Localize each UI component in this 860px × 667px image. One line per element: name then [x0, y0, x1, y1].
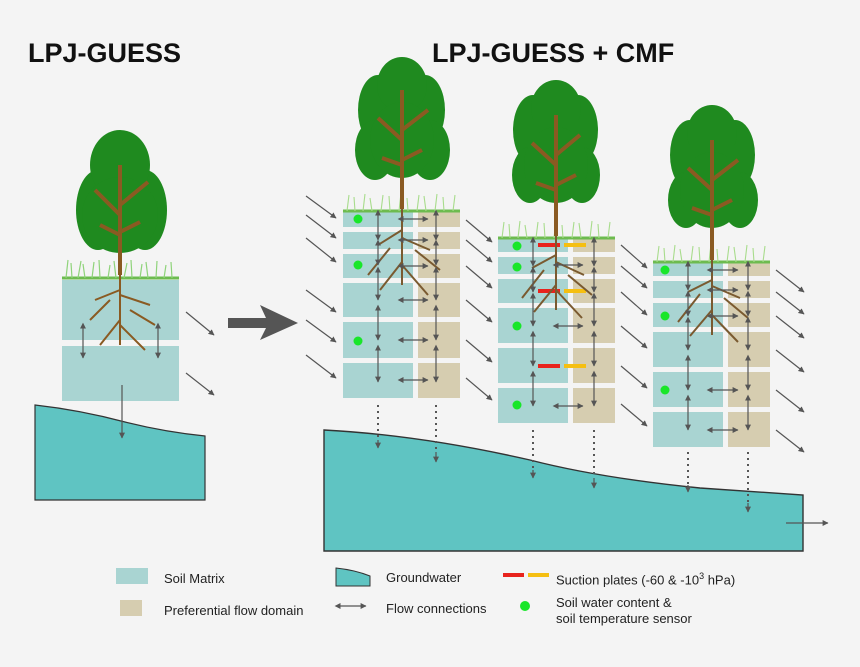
lpj-guess-cmf-model	[305, 57, 829, 552]
sensor-dot	[512, 321, 522, 331]
suction-plates-exponent: 3	[699, 571, 705, 581]
lpj-guess-title: LPJ-GUESS	[28, 38, 182, 68]
sensor-dot	[353, 336, 363, 346]
legend-flow-connections-label: Flow connections	[386, 601, 487, 616]
soil-layer-lower	[62, 346, 179, 401]
legend-soil-matrix-swatch	[116, 568, 148, 584]
sensor-dot	[660, 385, 670, 395]
groundwater-body	[323, 429, 804, 552]
legend-sensor-dot	[520, 601, 530, 611]
tree-3	[668, 105, 758, 343]
sensor-dot	[353, 214, 363, 224]
tree-1	[355, 57, 450, 296]
legend-groundwater-label: Groundwater	[386, 570, 462, 585]
groundwater-body	[34, 404, 206, 501]
legend-groundwater-swatch	[335, 567, 371, 587]
suction-plates-text: Suction plates (-60 & -10	[556, 572, 700, 588]
sensor-dot	[353, 260, 363, 270]
legend-sensor-label-line2: soil temperature sensor	[556, 611, 692, 626]
sensor-dot	[512, 241, 522, 251]
sensor-dot	[660, 311, 670, 321]
legend-preferential-flow-swatch	[120, 600, 142, 616]
transition-arrow	[228, 305, 298, 340]
sensor-dot	[512, 262, 522, 272]
legend-suction-plates-label: Suction plates (-60 & -103 hPa)	[556, 568, 735, 588]
legend	[116, 567, 549, 616]
legend-sensor-label-line1: Soil water content &	[556, 595, 672, 610]
tree-2	[512, 80, 600, 319]
sensor-dot	[660, 265, 670, 275]
flow-connection-arrows	[305, 195, 829, 526]
lpj-guess-model	[34, 130, 215, 501]
legend-soil-matrix-label: Soil Matrix	[164, 571, 225, 586]
tree	[76, 130, 167, 351]
sensor-dot	[512, 400, 522, 410]
flow-connection-arrows	[80, 311, 215, 439]
lpj-guess-cmf-title: LPJ-GUESS + CMF	[432, 38, 675, 68]
suction-plates-unit: hPa)	[704, 572, 736, 588]
legend-preferential-flow-label: Preferential flow domain	[164, 603, 304, 618]
